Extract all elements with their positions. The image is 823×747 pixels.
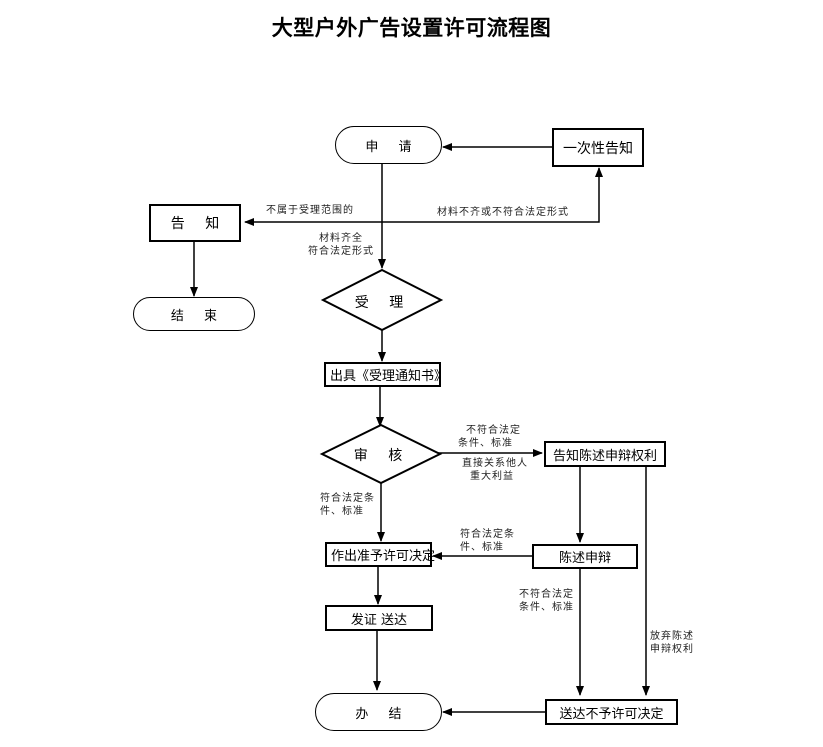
one-time-notice-node[interactable]: 一次性告知 (552, 128, 644, 167)
label-waive-line2: 申辩权利 (650, 644, 694, 655)
label-third-party: 直接关系他人 重大利益 (462, 457, 528, 483)
label-defense-fail-line1: 不符合法定 (519, 589, 574, 600)
review-decision-shape (319, 423, 443, 485)
page-title: 大型户外广告设置许可流程图 (271, 16, 552, 40)
label-defense-pass-line2: 件、标准 (460, 542, 504, 553)
label-review-pass-line1: 符合法定条 (320, 493, 375, 504)
label-third-party-line1: 直接关系他人 (462, 458, 528, 469)
apply-node[interactable]: 申 请 (335, 126, 442, 164)
deliver-denial-node[interactable]: 送达不予许可决定 (545, 699, 678, 725)
accept-node-label[interactable]: 受 理 (354, 295, 412, 311)
grant-decision-node[interactable]: 作出准予许可决定 (325, 542, 435, 567)
label-defense-fail: 不符合法定 条件、标准 (512, 588, 574, 614)
label-third-party-line2: 重大利益 (470, 471, 514, 482)
label-incomplete-materials: 材料不齐或不符合法定形式 (437, 207, 569, 218)
label-review-pass-line2: 件、标准 (320, 506, 364, 517)
label-out-of-scope: 不属于受理范围的 (266, 205, 354, 216)
label-complete-line1: 材料齐全 (319, 233, 363, 244)
label-defense-pass-line1: 符合法定条 (460, 529, 515, 540)
label-review-fail-line2: 条件、标准 (458, 438, 513, 449)
label-review-pass: 符合法定条 件、标准 (320, 492, 375, 518)
label-review-fail: 不符合法定 条件、标准 (458, 424, 521, 450)
label-complete-materials: 材料齐全 符合法定形式 (305, 232, 377, 258)
edge-to-one-time-notice (382, 167, 603, 223)
label-defense-pass: 符合法定条 件、标准 (460, 528, 515, 554)
issue-notice-node[interactable]: 出具《受理通知书》 (324, 362, 447, 387)
label-review-fail-line1: 不符合法定 (466, 425, 521, 436)
review-node-label[interactable]: 审 核 (353, 448, 411, 464)
notify-right-to-defend-node[interactable]: 告知陈述申辩权利 (544, 441, 666, 467)
label-waive-right: 放弃陈述 申辩权利 (650, 630, 694, 656)
statement-defense-node[interactable]: 陈述申辩 (532, 544, 638, 569)
label-defense-fail-line2: 条件、标准 (519, 602, 574, 613)
completed-node[interactable]: 办 结 (315, 693, 442, 731)
accept-decision-shape (320, 268, 444, 332)
end-node[interactable]: 结 束 (133, 297, 255, 331)
label-waive-line1: 放弃陈述 (650, 631, 694, 642)
issue-certificate-node[interactable]: 发证 送达 (325, 605, 433, 631)
label-complete-line2: 符合法定形式 (308, 246, 374, 257)
notify-node[interactable]: 告 知 (149, 204, 241, 242)
